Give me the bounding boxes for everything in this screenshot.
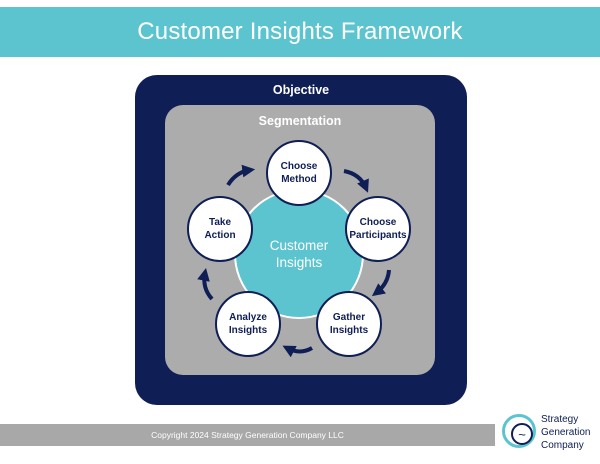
segmentation-label: Segmentation: [258, 114, 342, 128]
node-choose-participants: Choose Participants: [345, 196, 411, 262]
node-gather-insights: Gather Insights: [316, 291, 382, 357]
node-choose-method: Choose Method: [266, 140, 332, 206]
logo-ring-icon: ~: [502, 414, 536, 448]
center-label-line2: Insights: [275, 255, 323, 270]
logo-line2: Generation: [541, 427, 591, 438]
wave-icon: ~: [511, 423, 533, 445]
logo-text: Strategy Generation Company: [541, 413, 590, 452]
center-label-line1: Customer: [269, 238, 329, 253]
arrow-participants-to-gather: [371, 269, 391, 297]
node-label: Take Action: [204, 217, 236, 241]
copyright-text: Copyright 2024 Strategy Generation Compa…: [151, 430, 344, 440]
node-label: Gather Insights: [329, 312, 369, 336]
node-take-action: Take Action: [187, 196, 253, 262]
title-bar: Customer Insights Framework: [0, 7, 600, 57]
node-label: Analyze Insights: [228, 312, 268, 336]
node-analyze-insights: Analyze Insights: [215, 291, 281, 357]
company-logo: ~ Strategy Generation Company: [500, 412, 600, 460]
arrow-method-to-participants: [343, 169, 369, 193]
logo-line3: Company: [541, 440, 584, 451]
footer-bar: Copyright 2024 Strategy Generation Compa…: [0, 424, 495, 446]
objective-label: Objective: [272, 83, 330, 97]
node-label: Choose Participants: [349, 217, 407, 241]
logo-line1: Strategy: [541, 414, 579, 425]
arrow-analyze-to-action: [197, 267, 214, 301]
page-title: Customer Insights Framework: [137, 18, 463, 45]
arrow-action-to-method: [226, 164, 256, 187]
node-label: Choose Method: [280, 161, 318, 185]
arrow-gather-to-analyze: [282, 345, 314, 358]
